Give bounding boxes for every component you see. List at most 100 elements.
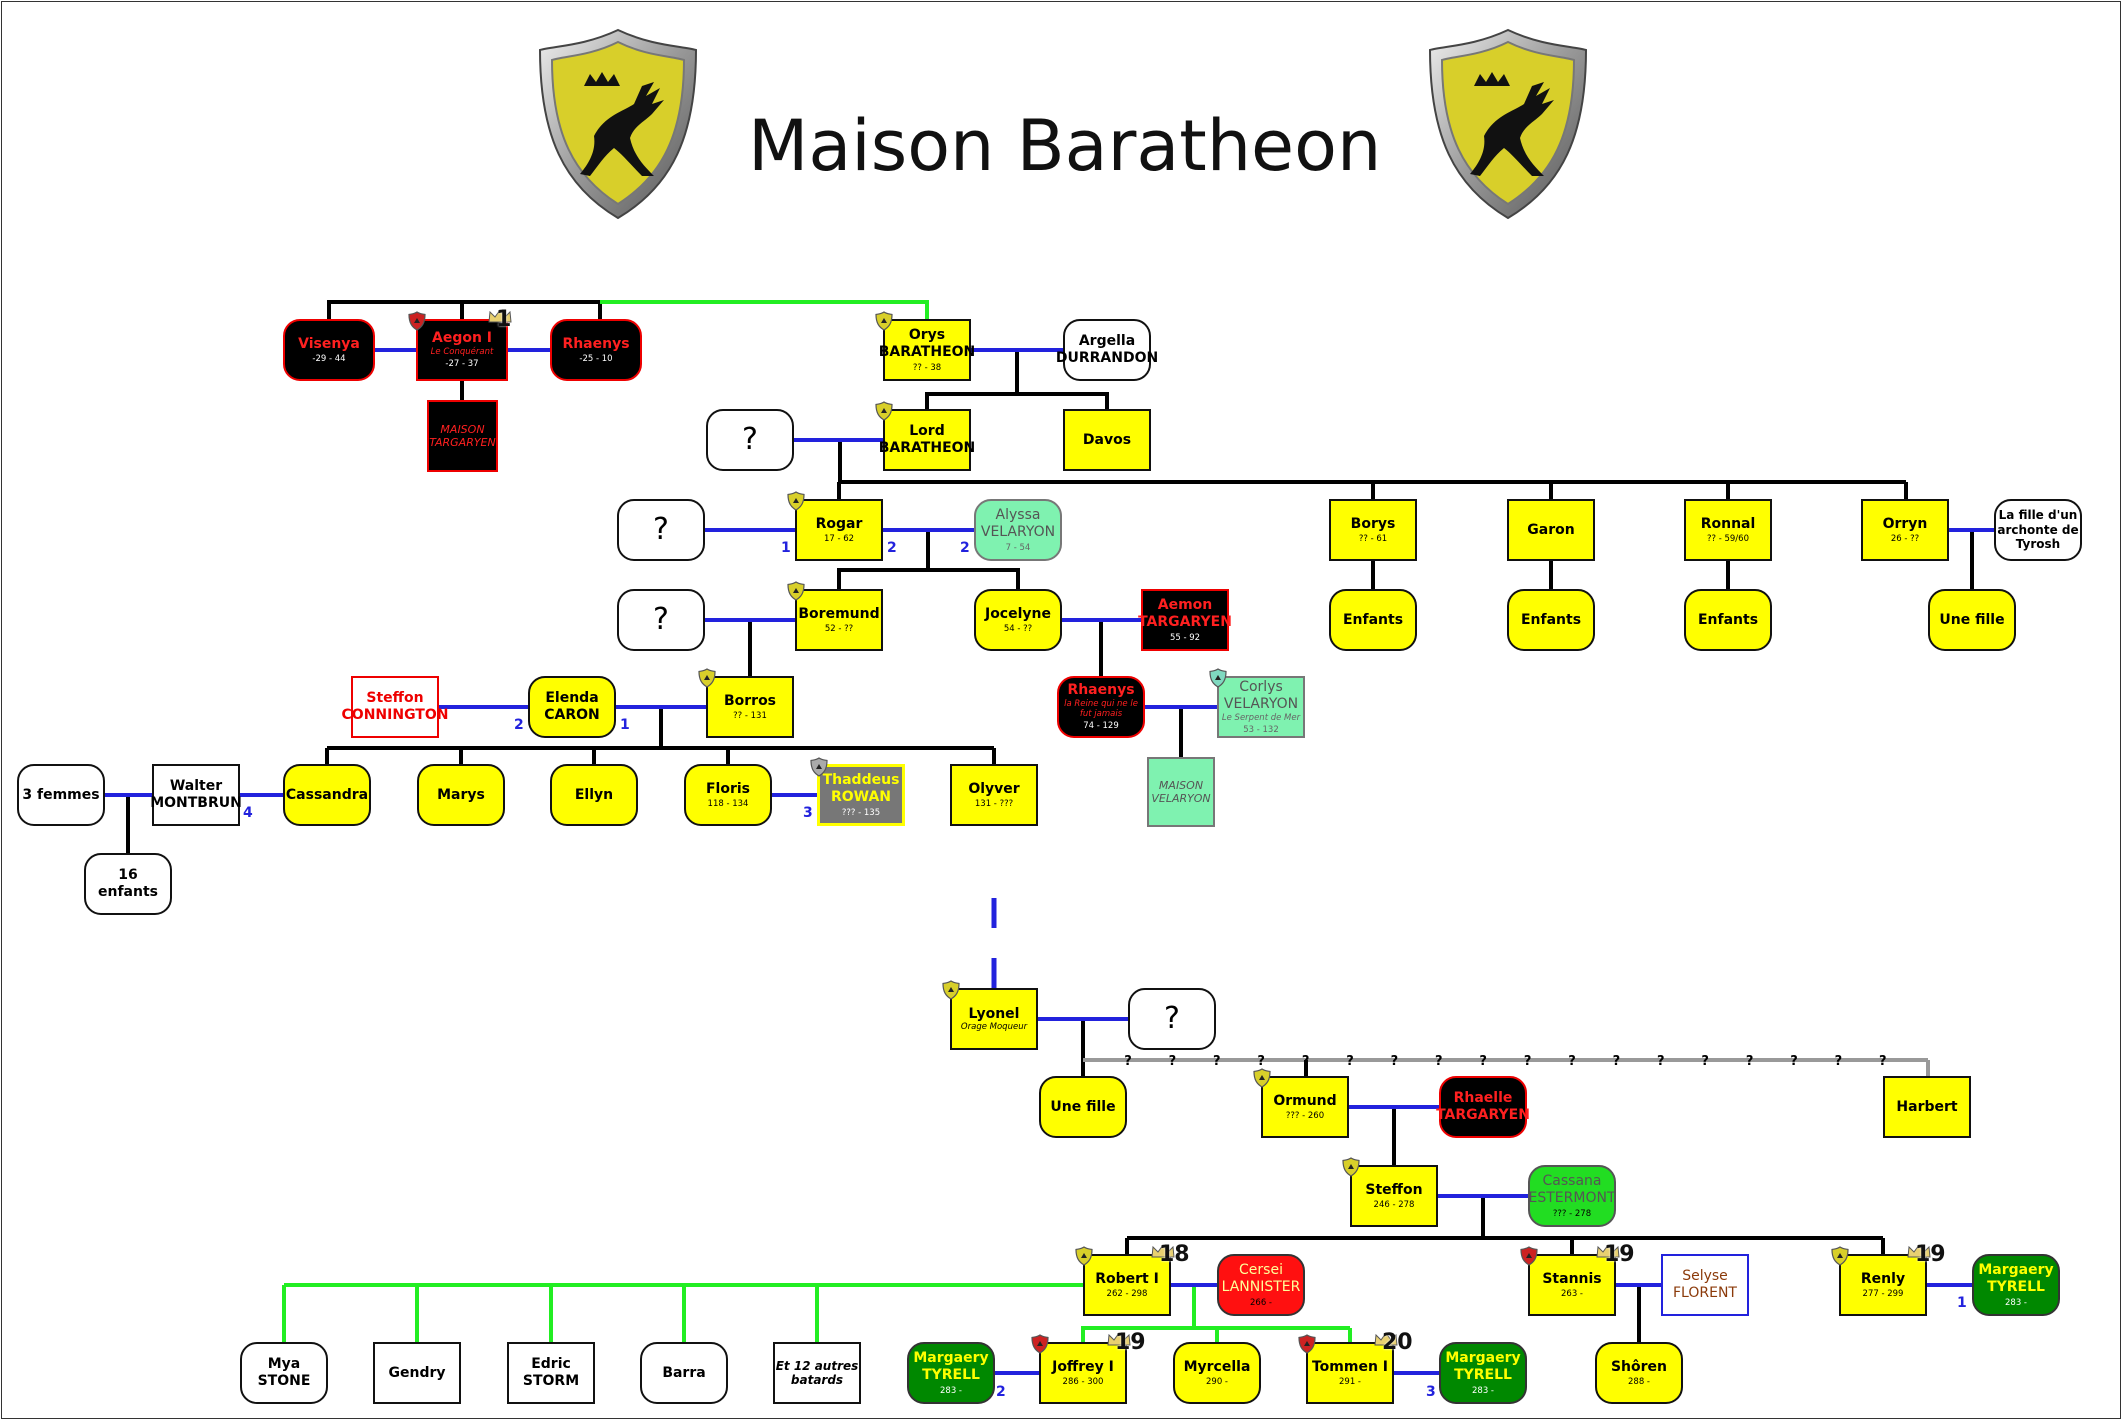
person-node-mya[interactable]: Mya STONE	[240, 1342, 328, 1404]
marriage-order-label: 3	[1426, 1384, 1436, 1400]
person-dates: 290 -	[1206, 1377, 1228, 1388]
house-shield-icon	[810, 757, 828, 777]
person-node-q1[interactable]: ?	[706, 409, 794, 471]
person-node-myrcella[interactable]: Myrcella 290 -	[1173, 1342, 1261, 1404]
person-node-rhaelle[interactable]: Rhaelle TARGARYEN	[1436, 1076, 1530, 1138]
reign-number: 19	[1115, 1330, 1146, 1355]
person-name: Mya STONE	[257, 1356, 311, 1389]
person-name: Et 12 autres batards	[775, 1358, 859, 1387]
person-node-steffonc[interactable]: Steffon CONNINGTON	[342, 676, 448, 738]
person-name: Myrcella	[1183, 1358, 1251, 1375]
unknown-descendant-mark: ?	[1479, 1054, 1487, 1069]
person-node-douze[interactable]: Et 12 autres batards	[773, 1342, 861, 1404]
person-node-garon[interactable]: Garon	[1507, 499, 1595, 561]
house-shield-icon	[1253, 1068, 1271, 1088]
person-dates: 283 -	[2005, 1297, 2027, 1308]
person-name: Edric STORM	[522, 1356, 580, 1389]
person-node-q3[interactable]: ?	[617, 589, 705, 651]
person-node-lordb[interactable]: Lord BARATHEON	[875, 401, 975, 471]
person-node-troisf[interactable]: 3 femmes	[17, 764, 105, 826]
person-dates: 283 -	[1472, 1385, 1494, 1396]
unknown-descendant-marks: ??????????????????	[1124, 1054, 1886, 1069]
person-node-borros[interactable]: Borros?? - 131	[698, 668, 794, 738]
person-node-marys[interactable]: Marys	[417, 764, 505, 826]
unknown-descendant-mark: ?	[1213, 1054, 1221, 1069]
person-node-selyse[interactable]: Selyse FLORENT	[1661, 1254, 1749, 1316]
person-node-maisontarg[interactable]: MAISON TARGARYEN	[427, 400, 498, 472]
person-node-davos[interactable]: Davos	[1063, 409, 1151, 471]
person-node-rhaenys1[interactable]: Rhaenys-25 - 10	[550, 319, 642, 381]
person-name: Thaddeus ROWAN	[822, 772, 900, 805]
person-node-thaddeus[interactable]: Thaddeus ROWAN??? - 135	[810, 757, 905, 826]
person-node-enf1[interactable]: Enfants	[1329, 589, 1417, 651]
person-node-argella[interactable]: Argella DURRANDON	[1056, 319, 1158, 381]
person-name: Selyse FLORENT	[1673, 1268, 1737, 1301]
person-name: Orryn	[1882, 515, 1928, 532]
person-dates: ??? - 278	[1552, 1208, 1592, 1219]
person-node-gendry[interactable]: Gendry	[373, 1342, 461, 1404]
person-name: Davos	[1082, 431, 1132, 448]
person-node-cassana[interactable]: Cassana ESTERMONT??? - 278	[1528, 1165, 1616, 1227]
person-node-harbert[interactable]: Harbert	[1883, 1076, 1971, 1138]
unknown-descendant-mark: ?	[1790, 1054, 1798, 1069]
person-name: Renly	[1860, 1270, 1906, 1287]
person-node-ormund[interactable]: Ormund??? - 260	[1253, 1068, 1349, 1138]
crown-icon	[488, 309, 512, 323]
person-node-visenya[interactable]: Visenya-29 - 44	[283, 319, 375, 381]
person-node-enf3[interactable]: Enfants	[1684, 589, 1772, 651]
person-name: Margaery TYRELL	[1978, 1262, 2054, 1295]
person-node-unefille2[interactable]: Une fille	[1039, 1076, 1127, 1138]
person-node-ronnal[interactable]: Ronnal?? - 59/60	[1684, 499, 1772, 561]
person-node-q4[interactable]: ?	[1128, 988, 1216, 1050]
person-node-walter[interactable]: Walter MONTBRUN	[150, 764, 242, 826]
person-node-unefille1[interactable]: Une fille	[1928, 589, 2016, 651]
person-node-margaery3[interactable]: Margaery TYRELL 283 -	[1972, 1254, 2060, 1316]
person-node-lafille[interactable]: La fille d'un archonte de Tyrosh	[1994, 499, 2082, 561]
person-epithet: Le Conquérant	[430, 347, 494, 358]
person-node-seize[interactable]: 16 enfants	[84, 853, 172, 915]
person-node-edric[interactable]: Edric STORM	[507, 1342, 595, 1404]
person-name: Robert I	[1095, 1270, 1159, 1287]
person-name: Barra	[662, 1364, 706, 1381]
person-node-borys[interactable]: Borys?? - 61	[1329, 499, 1417, 561]
person-node-orys[interactable]: Orys BARATHEON?? - 38	[875, 311, 975, 381]
person-node-elenda[interactable]: Elenda CARON	[528, 676, 616, 738]
marriage-order-label: 1	[620, 717, 630, 733]
person-node-ellyn[interactable]: Ellyn	[550, 764, 638, 826]
person-node-barra[interactable]: Barra	[640, 1342, 728, 1404]
person-node-enf2[interactable]: Enfants	[1507, 589, 1595, 651]
person-name: Corlys VELARYON	[1223, 679, 1299, 712]
person-node-maisonvel[interactable]: MAISON VELARYON	[1147, 757, 1215, 827]
house-shield-icon	[875, 311, 893, 331]
person-name: Ellyn	[574, 786, 614, 803]
person-name: Harbert	[1896, 1098, 1958, 1115]
person-node-cassandra[interactable]: Cassandra	[283, 764, 371, 826]
person-name: Borros	[723, 692, 777, 709]
person-node-q2[interactable]: ?	[617, 499, 705, 561]
person-epithet: Orage Moqueur	[960, 1022, 1028, 1033]
person-name: Enfants	[1520, 611, 1582, 628]
